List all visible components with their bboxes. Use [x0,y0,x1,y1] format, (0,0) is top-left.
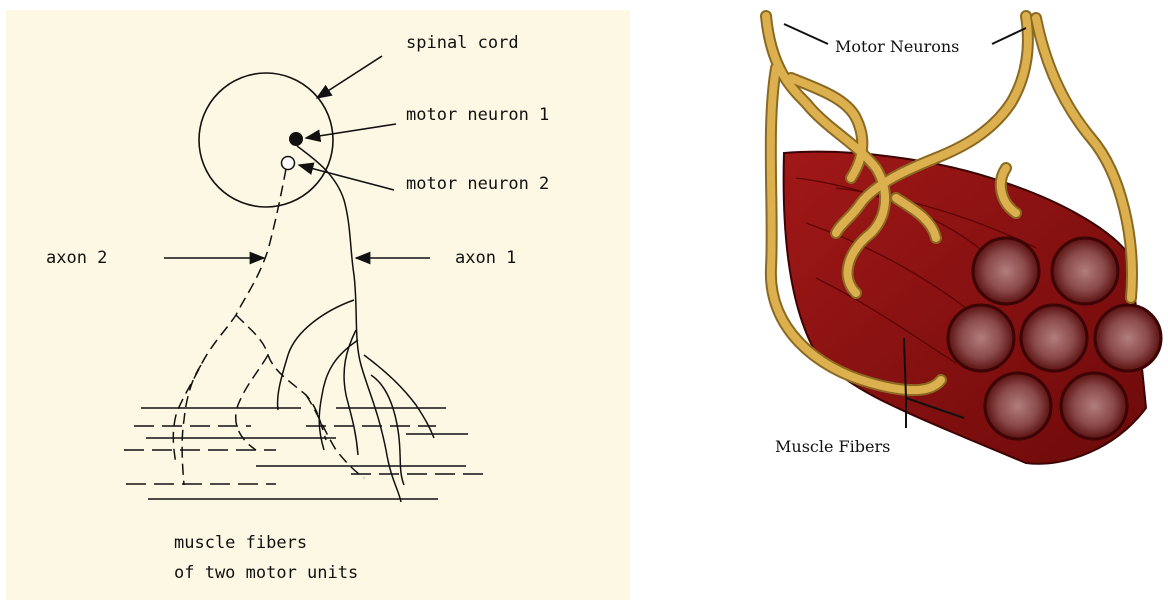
motor-neuron-1-dot [289,132,303,146]
muscle-illustration: Motor Neurons Muscle Fibers [736,8,1168,478]
motor-neuron-1-label: motor neuron 1 [406,105,549,125]
caption-line-1: muscle fibers [174,533,307,553]
spinal-cord-label: spinal cord [406,33,519,53]
motor-neuron-2-dot [282,157,295,170]
motor-unit-schematic: spinal cord motor neuron 1 motor neuron … [6,10,630,600]
axon-1-label: axon 1 [455,248,516,268]
motor-neurons-pointer-left [784,24,828,44]
motor-neuron-2-label: motor neuron 2 [406,174,549,194]
muscle-fibers-label: Muscle Fibers [775,437,890,456]
motor-neurons-pointer-right [992,28,1026,44]
caption-line-2: of two motor units [174,563,358,583]
motor-neurons-label: Motor Neurons [835,37,959,56]
axon-2-label: axon 2 [46,248,107,268]
